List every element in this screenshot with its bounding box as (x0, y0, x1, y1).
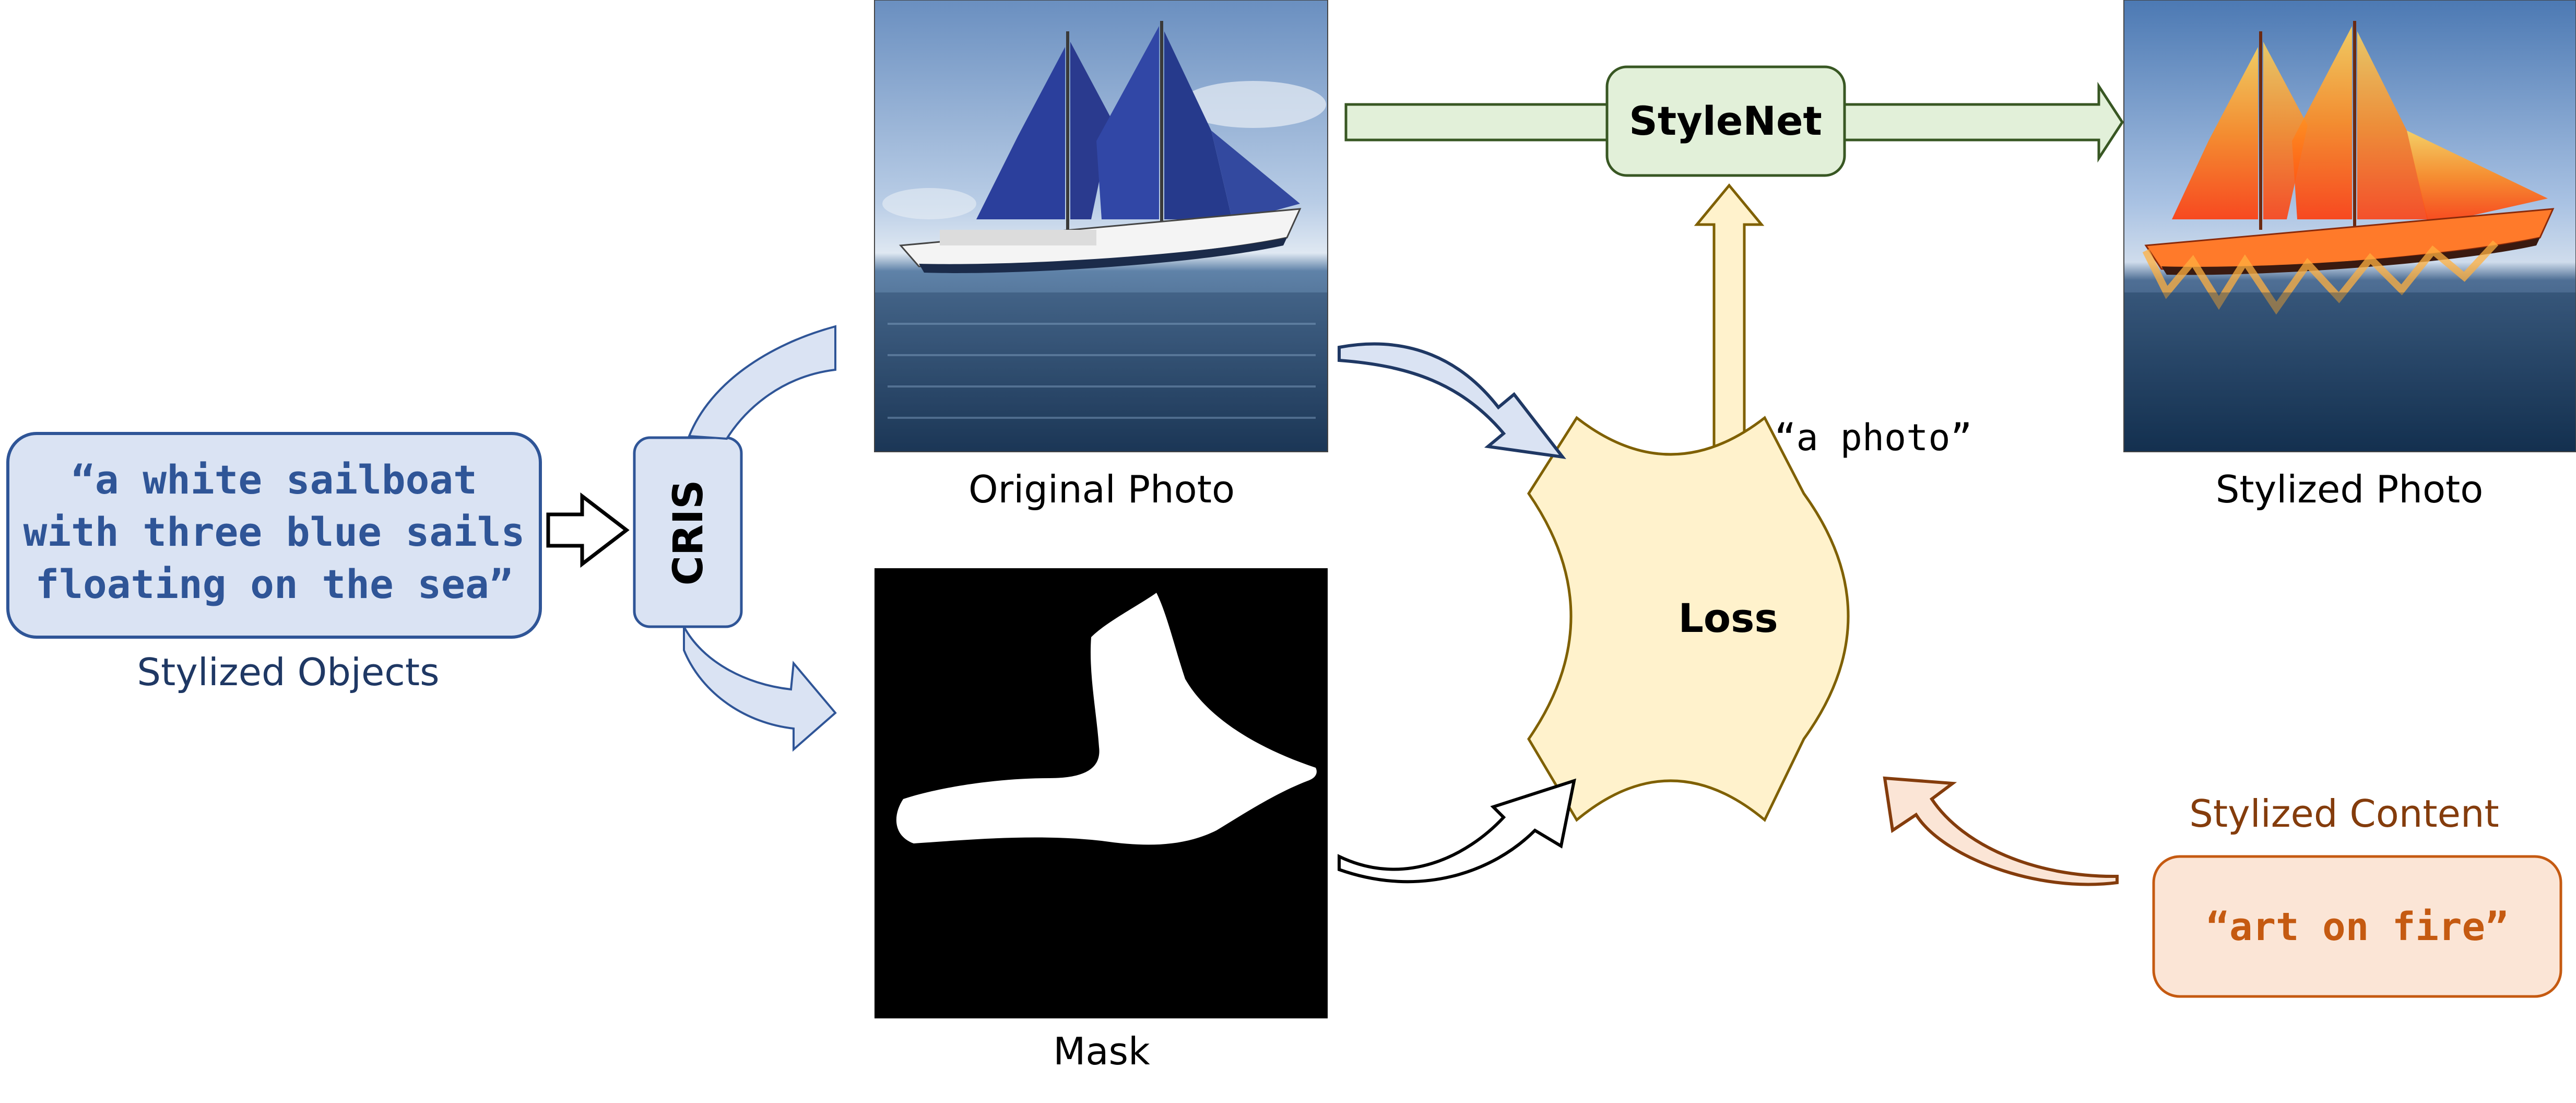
cris-label: CRIS (665, 480, 712, 586)
loss-module: Loss (1527, 416, 1850, 822)
stylenet-module: StyleNet (1605, 65, 1846, 177)
loss-to-stylenet-arrow (1694, 183, 1765, 462)
mask-image (875, 568, 1328, 1018)
loss-text-prompt: “a photo” (1774, 416, 1972, 459)
stylized-objects-group: “a white sailboat with three blue sails … (6, 432, 542, 694)
stylized-content-caption: Stylized Content (2189, 792, 2499, 836)
photo-to-loss-arrow (1338, 342, 1566, 459)
mask-to-loss-arrow (1338, 778, 1576, 884)
stylized-photo (2124, 0, 2576, 452)
content-to-loss-arrow (1883, 776, 2119, 886)
prompt-line-3: floating on the sea” (35, 561, 513, 607)
cris-to-mask-curved-arrow (683, 626, 837, 752)
cris-box (633, 436, 743, 628)
cris-module: CRIS (633, 436, 743, 628)
stylized-objects-prompt-box (6, 432, 542, 639)
cris-to-photo-curved-arrow (688, 325, 836, 440)
stylized-photo-caption: Stylized Photo (2216, 467, 2484, 511)
stylenet-label: StyleNet (1629, 98, 1822, 144)
stylenet-box (1605, 65, 1846, 177)
original-photo-frame (874, 0, 1328, 452)
mask-caption: Mask (1053, 1029, 1150, 1073)
stylized-content-prompt-box (2152, 855, 2562, 998)
prompt-to-cris-arrow (546, 492, 630, 568)
stylized-content-prompt: “art on fire” (2206, 905, 2508, 949)
original-photo (875, 0, 1328, 452)
loss-shape (1527, 416, 1850, 822)
original-photo-caption: Original Photo (968, 467, 1235, 511)
prompt-line-1: “a white sailboat (71, 456, 477, 503)
stylized-photo-frame (2123, 0, 2576, 452)
loss-label: Loss (1678, 595, 1778, 641)
stylized-content-module: “art on fire” (2152, 855, 2562, 998)
stylized-objects-caption: Stylized Objects (137, 650, 439, 694)
prompt-line-2: with three blue sails (23, 509, 525, 555)
